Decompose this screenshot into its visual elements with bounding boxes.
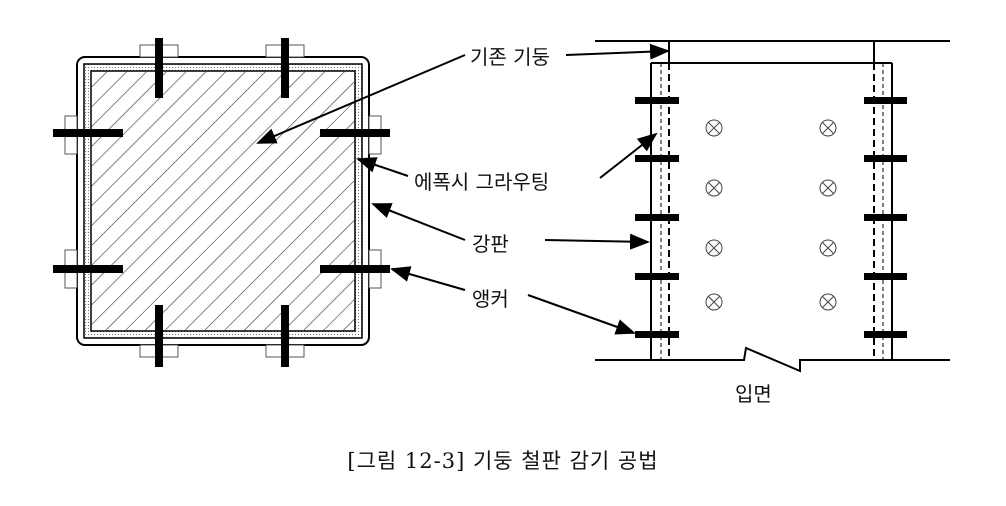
label-epoxy-grouting: 에폭시 그라우팅 bbox=[414, 170, 550, 194]
anchors-elevation bbox=[635, 97, 907, 338]
existing-column-hatch bbox=[91, 71, 355, 331]
plan-section bbox=[53, 38, 390, 367]
break-line bbox=[595, 346, 950, 373]
label-steel-plate: 강판 bbox=[472, 232, 509, 256]
bolt-marks bbox=[705, 119, 837, 311]
figure-caption: [그림 12-3] 기둥 철판 감기 공법 bbox=[347, 449, 659, 473]
label-existing-column: 기존 기둥 bbox=[470, 45, 550, 69]
leader-arrows bbox=[256, 43, 670, 335]
label-elevation: 입면 bbox=[735, 382, 772, 406]
elevation-view bbox=[595, 40, 950, 373]
label-anchor: 앵커 bbox=[472, 287, 509, 311]
